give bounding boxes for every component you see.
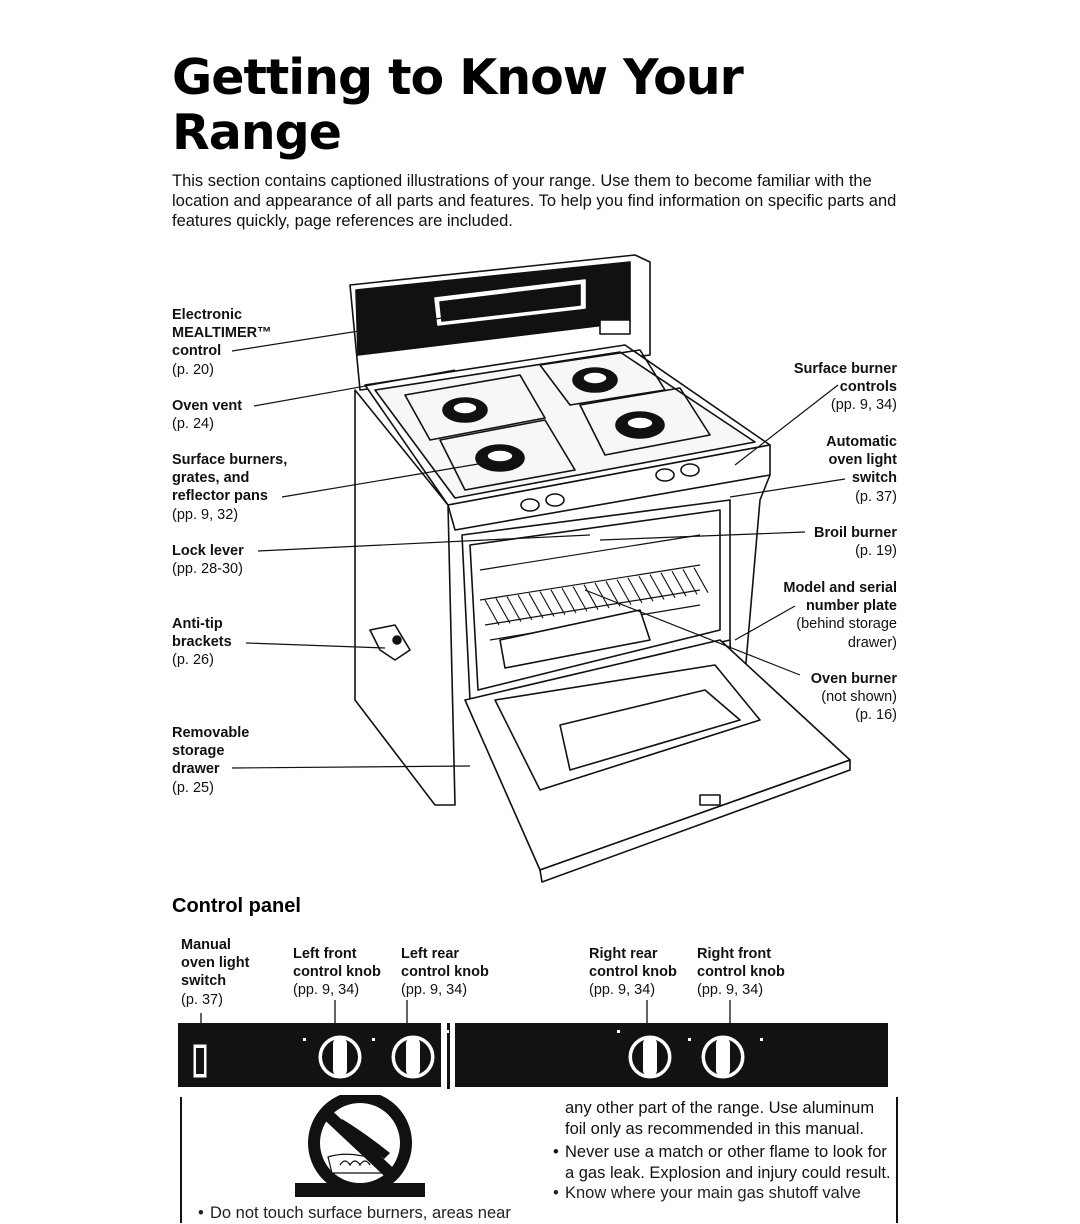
callout-label: Lock lever bbox=[172, 543, 244, 559]
paragraph-line: foil only as recommended in this manual. bbox=[565, 1119, 864, 1138]
cp-label-ref: (pp. 9, 34) bbox=[401, 982, 468, 999]
callout-page-ref: (pp. 9, 32) bbox=[172, 506, 239, 523]
callout-label: Surface burner controls bbox=[793, 361, 897, 396]
leader-oven-vent bbox=[253, 369, 456, 407]
callout-broil-burner: Broil burner (p. 19) bbox=[814, 524, 897, 560]
bullet-item: • Know where your main gas shutoff valve bbox=[553, 1184, 861, 1202]
cp-label-ref: (pp. 9, 34) bbox=[293, 982, 360, 999]
left-column-rule bbox=[180, 1097, 182, 1223]
leader-broil bbox=[599, 531, 806, 541]
callout-surface-burners: Surface burners, grates, and reflector p… bbox=[172, 451, 287, 524]
callout-page-ref: (p. 37) bbox=[855, 488, 897, 505]
leader-mealtimer bbox=[231, 311, 481, 352]
callout-lock-lever: Lock lever (pp. 28-30) bbox=[172, 542, 244, 578]
cp-label-left-front-knob: Left front control knob (pp. 9, 34) bbox=[293, 945, 381, 1000]
cp-label-manual-light-switch: Manual oven light switch (p. 37) bbox=[181, 936, 249, 1009]
bullet-text: Know where your main gas shutoff valve bbox=[565, 1184, 861, 1202]
callout-label: Surface burners, grates, and reflector p… bbox=[172, 452, 288, 505]
leader-storage-drawer bbox=[231, 765, 471, 769]
callout-storage-drawer: Removable storage drawer (p. 25) bbox=[172, 724, 249, 797]
cp-label-ref: (pp. 9, 34) bbox=[589, 982, 656, 999]
callout-label: Anti-tip brackets bbox=[172, 616, 232, 651]
leader-model-plate bbox=[734, 605, 796, 641]
leader-surface-controls bbox=[734, 384, 839, 466]
paragraph-line: any other part of the range. Use aluminu… bbox=[565, 1099, 875, 1117]
cp-label-ref: (pp. 9, 34) bbox=[697, 982, 764, 999]
right-column-text: any other part of the range. Use aluminu… bbox=[553, 1098, 893, 1204]
page-title-line2: Range bbox=[172, 104, 342, 161]
callout-label: Removable storage drawer bbox=[172, 725, 250, 778]
page-title-line1: Getting to Know Your bbox=[172, 49, 744, 106]
callout-oven-vent: Oven vent (p. 24) bbox=[172, 397, 242, 433]
leader-anti-tip bbox=[245, 642, 386, 649]
callout-label: Automatic oven light switch bbox=[826, 434, 897, 487]
callout-mealtimer-control: Electronic MEALTIMER™ control (p. 20) bbox=[172, 306, 272, 379]
callout-model-serial-plate: Model and serial number plate (behind st… bbox=[783, 579, 897, 652]
callout-label: Electronic MEALTIMER™ control bbox=[172, 307, 272, 360]
callout-anti-tip-brackets: Anti-tip brackets (p. 26) bbox=[172, 615, 232, 670]
control-panel-strip bbox=[178, 1023, 888, 1087]
leader-surface-burners bbox=[281, 461, 491, 498]
bullet-text: Never use a match or other flame to look… bbox=[565, 1143, 891, 1182]
callout-label: Broil burner bbox=[814, 525, 897, 541]
cp-label-text: Manual oven light switch bbox=[181, 937, 250, 990]
cp-label-left-rear-knob: Left rear control knob (pp. 9, 34) bbox=[401, 945, 489, 1000]
leader-auto-light bbox=[729, 478, 846, 498]
right-column-rule bbox=[896, 1097, 898, 1223]
cp-label-right-front-knob: Right front control knob (pp. 9, 34) bbox=[697, 945, 785, 1000]
page-title: Getting to Know Your Range bbox=[172, 49, 744, 161]
control-panel-heading: Control panel bbox=[172, 895, 301, 917]
callout-page-ref: (behind storage drawer) bbox=[796, 616, 897, 651]
callout-page-ref: (p. 26) bbox=[172, 652, 214, 669]
cp-label-ref: (p. 37) bbox=[181, 991, 223, 1008]
callout-page-ref: (p. 25) bbox=[172, 779, 214, 796]
callout-label: Oven burner bbox=[810, 671, 897, 687]
callout-page-ref: (not shown) (p. 16) bbox=[821, 689, 897, 724]
callout-page-ref: (p. 24) bbox=[172, 416, 214, 433]
callout-page-ref: (p. 19) bbox=[855, 543, 897, 560]
callout-page-ref: (pp. 28-30) bbox=[172, 561, 243, 578]
callout-page-ref: (p. 20) bbox=[172, 361, 214, 378]
bullet-text: Do not touch surface burners, areas near bbox=[210, 1204, 511, 1222]
cp-label-text: Left rear control knob bbox=[401, 946, 489, 981]
intro-paragraph: This section contains captioned illustra… bbox=[172, 172, 897, 230]
leader-lock-lever bbox=[257, 534, 591, 552]
callout-label: Oven vent bbox=[172, 398, 243, 414]
callout-oven-burner: Oven burner (not shown) (p. 16) bbox=[811, 670, 897, 725]
callout-label: Model and serial number plate bbox=[783, 580, 897, 615]
left-column-text: • Do not touch surface burners, areas ne… bbox=[198, 1204, 511, 1222]
cp-label-text: Left front control knob bbox=[293, 946, 381, 981]
callout-surface-burner-controls: Surface burner controls (pp. 9, 34) bbox=[794, 360, 897, 415]
cp-label-text: Right front control knob bbox=[697, 946, 785, 981]
cp-label-right-rear-knob: Right rear control knob (pp. 9, 34) bbox=[589, 945, 677, 1000]
callout-page-ref: (pp. 9, 34) bbox=[830, 397, 897, 414]
bullet-item: • Never use a match or other flame to lo… bbox=[553, 1142, 893, 1183]
cp-label-text: Right rear control knob bbox=[589, 946, 677, 981]
no-touch-hot-surface-icon bbox=[295, 1095, 425, 1197]
leader-oven-burner bbox=[584, 589, 801, 676]
callout-auto-oven-light-switch: Automatic oven light switch (p. 37) bbox=[826, 433, 897, 506]
manual-light-switch bbox=[192, 1043, 208, 1079]
